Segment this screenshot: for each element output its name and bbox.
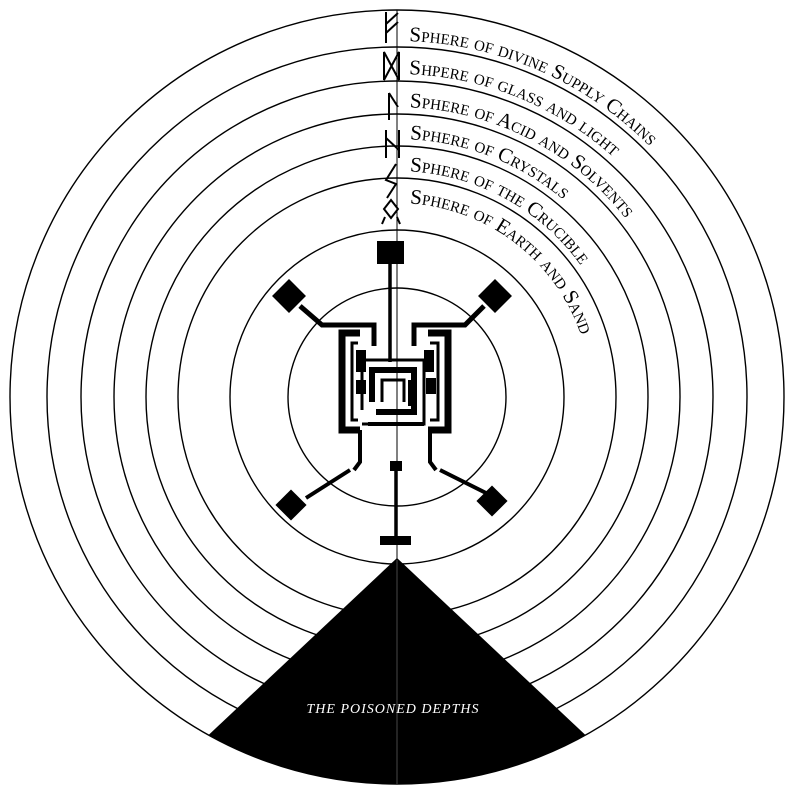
sigil-pad-upper-left bbox=[272, 279, 306, 313]
sigil-stem-top bbox=[390, 461, 402, 471]
sigil-stem-base bbox=[380, 536, 411, 545]
sphere-labels: Sphere of divine Supply Chains Shpere of… bbox=[409, 22, 663, 337]
sigil-pad-top bbox=[377, 241, 404, 264]
rune-glyphs bbox=[381, 12, 401, 225]
sphere-label-earth-and-sand: Sphere of Earth and Sand bbox=[409, 184, 599, 337]
sowilo-rune-icon bbox=[384, 163, 398, 199]
fehu-rune-icon bbox=[385, 12, 399, 43]
sigil-pad-lower-right bbox=[476, 485, 508, 517]
dagaz-rune-icon bbox=[383, 51, 400, 81]
depths-label: THE POISONED DEPTHS bbox=[307, 702, 480, 717]
laguz-rune-icon bbox=[388, 92, 399, 120]
sigil-pad-upper-right bbox=[478, 279, 512, 313]
sigil-pad-lower-left bbox=[275, 489, 307, 521]
othala-rune-icon bbox=[381, 198, 401, 225]
hagalaz-rune-icon bbox=[385, 130, 400, 158]
circuit-sigil bbox=[272, 241, 512, 545]
